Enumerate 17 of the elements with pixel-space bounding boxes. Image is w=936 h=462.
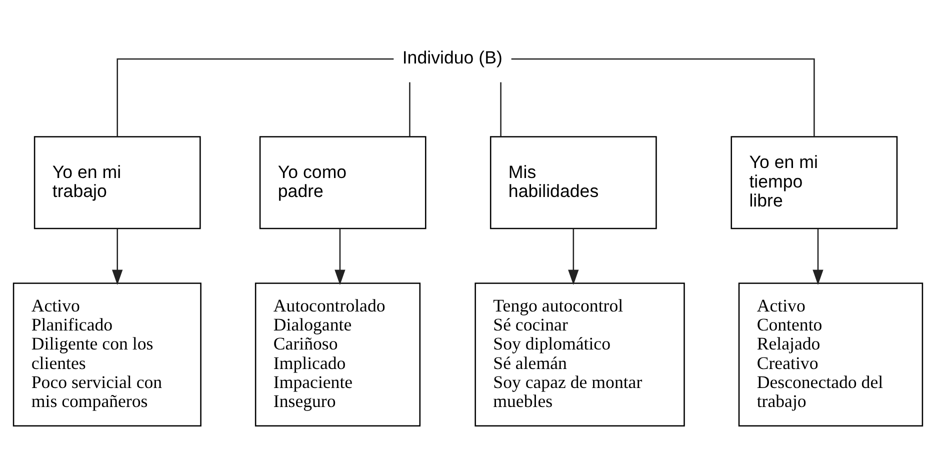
arrow <box>112 228 123 285</box>
arrow <box>568 228 579 285</box>
connector <box>409 82 410 136</box>
node-box: Autocontrolado Dialogante Cariñoso Implicado Impaciente Inseguro <box>254 282 421 427</box>
connector <box>116 58 394 137</box>
connector <box>511 58 815 137</box>
node-box: Activo Contento Relajado Creativo Desconectado del trabajo <box>738 282 924 427</box>
node-box: Yo en mi tiempo libre <box>730 136 898 230</box>
node-box: Yo como padre <box>259 136 426 230</box>
connector <box>500 82 502 136</box>
node-box: Mis habilidades <box>490 136 657 230</box>
arrow <box>334 228 346 285</box>
node-box: Tengo autocontrol Sé cocinar Soy diplomático Sé alemán Soy capaz de montar muebles <box>474 282 685 427</box>
node-box: Yo en mi trabajo <box>34 136 201 230</box>
node-box: Activo Planificado Diligente con los clientes Poco servicial con mis compañeros <box>12 282 202 427</box>
arrow <box>812 228 824 285</box>
node-text: Individuo (B) <box>402 48 502 68</box>
